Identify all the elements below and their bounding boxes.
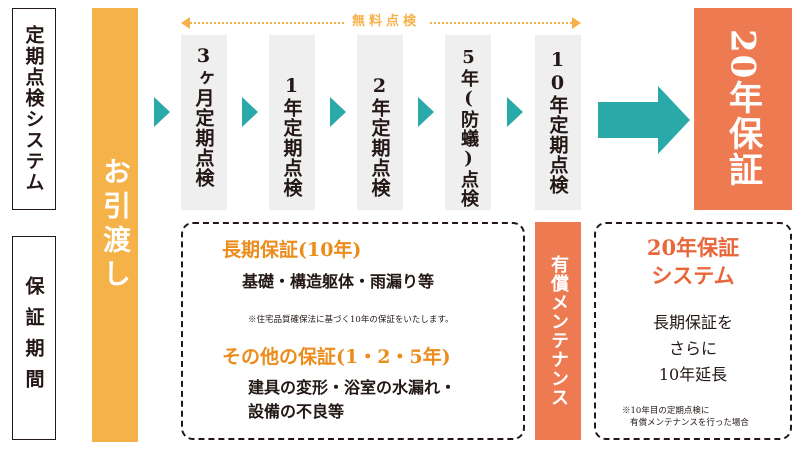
long-term-title: 長期保証(10年) <box>222 239 362 261</box>
arrow-right-icon <box>154 97 170 127</box>
big-arrow-right-icon <box>658 86 690 154</box>
arrow-right-icon <box>330 97 346 127</box>
step-10-year: 10年定期点検 <box>535 35 581 210</box>
free-inspection-label: 無料点検 <box>344 13 429 31</box>
paid-maintenance-text: 有償メンテナンス <box>548 255 569 407</box>
system-label: 定期点検システム <box>12 8 56 210</box>
warranty-system-line1: 長期保証を <box>652 313 733 332</box>
warranty-system-line3: 10年延長 <box>658 365 728 384</box>
handover-text: お引渡し <box>99 157 132 293</box>
warranty-system-title1: 20年保証 <box>646 235 740 260</box>
warranty-system-title: 20年保証 システム <box>594 234 792 290</box>
step-label: 2年定期点検 <box>368 75 391 198</box>
step-label: 1年定期点検 <box>280 75 303 198</box>
step-label: 10年定期点検 <box>546 49 569 195</box>
step-5-year-termite: 5年(防蟻)点検 <box>445 35 491 210</box>
arrow-right-icon <box>418 97 434 127</box>
other-warranty-title: その他の保証(1・2・5年) <box>222 346 451 368</box>
warranty-system-title2: システム <box>651 263 735 288</box>
handover-column: お引渡し <box>92 8 138 442</box>
arrow-right-icon <box>507 97 523 127</box>
step-label: 5年(防蟻)点検 <box>458 47 479 208</box>
long-term-warranty-box <box>181 222 525 440</box>
free-inspection-arrow-right-icon <box>572 17 581 29</box>
step-1-year: 1年定期点検 <box>269 35 315 210</box>
warranty-20-text: 20年保証 <box>722 29 763 189</box>
step-3-months: 3ヶ月定期点検 <box>181 35 227 210</box>
system-label-text: 定期点検システム <box>22 25 45 193</box>
warranty-system-description: 長期保証を さらに 10年延長 <box>594 310 792 388</box>
long-term-note: ※住宅品質確保法に基づく10年の保証をいたします。 <box>248 315 454 325</box>
warranty-system-note1: ※10年目の定期点検に <box>622 406 710 416</box>
step-2-year: 2年定期点検 <box>357 35 403 210</box>
arrow-right-icon <box>242 97 258 127</box>
step-label: 3ヶ月定期点検 <box>192 45 215 188</box>
other-warranty-line2: 設備の不良等 <box>248 402 345 421</box>
warranty-system-line2: さらに <box>668 339 717 358</box>
paid-maintenance-column: 有償メンテナンス <box>535 222 581 440</box>
warranty-period-text: 保証期間 <box>22 276 45 400</box>
warranty-system-box <box>594 222 792 440</box>
warranty-system-note2: 有償メンテナンスを行った場合 <box>630 418 749 428</box>
other-warranty-line1: 建具の変形・浴室の水漏れ・ <box>248 378 457 397</box>
warranty-20-box: 20年保証 <box>694 8 792 210</box>
warranty-system-note: ※10年目の定期点検に 有償メンテナンスを行った場合 <box>622 405 749 429</box>
free-inspection-arrow-left-icon <box>181 17 190 29</box>
warranty-period-label: 保証期間 <box>12 236 56 440</box>
long-term-items: 基礎・構造躯体・雨漏り等 <box>242 272 435 291</box>
big-arrow-shaft <box>598 102 660 138</box>
